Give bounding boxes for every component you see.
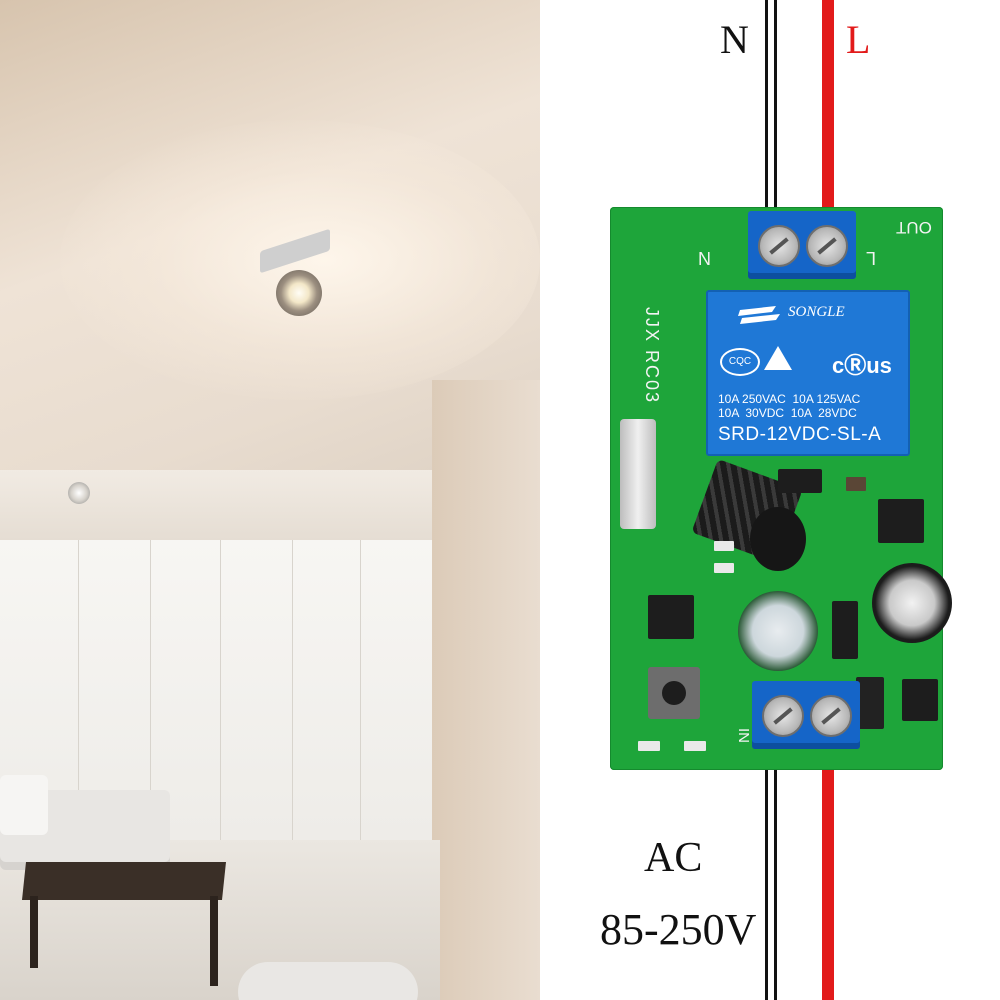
blind-panel <box>292 540 293 840</box>
live-label: L <box>846 17 871 62</box>
smd-led <box>638 741 660 751</box>
output-terminal-block <box>748 211 856 279</box>
relay-brand: SONGLE <box>788 304 845 320</box>
terminal-screw <box>762 695 804 737</box>
blind-panel <box>360 540 361 840</box>
relay-cert: CQC <box>720 348 760 376</box>
ceiling-spotlight-small <box>68 470 94 506</box>
capacitor <box>872 563 952 643</box>
top-n-label: N <box>698 248 711 268</box>
smd-resistor <box>714 563 734 573</box>
diode <box>778 469 822 493</box>
relay-module-pcb: OUT N L JJX RC03 IN SONGLE CQC cⓇus 10A … <box>610 207 952 770</box>
bridge-rectifier <box>832 601 858 659</box>
smd-diode <box>856 677 884 729</box>
mb6s-chip <box>902 679 938 721</box>
terminal-screw <box>758 225 800 267</box>
blind-panel <box>150 540 151 840</box>
relay-rating: 10A 250VAC 10A 125VAC 10A 30VDC 10A 28VD… <box>718 392 861 420</box>
ceiling-soffit <box>0 470 440 540</box>
ul-mark: cⓇus <box>832 353 892 378</box>
out-label: OUT <box>896 218 932 237</box>
terminal-screw <box>806 225 848 267</box>
ic-chip <box>878 499 924 543</box>
smd-led <box>684 741 706 751</box>
supply-type-label: AC <box>644 835 703 881</box>
transistor <box>750 507 806 571</box>
wiring-diagram: N L OUT N L JJX RC03 IN SONGLE CQC cⓇus … <box>540 0 1000 1000</box>
input-terminal-block <box>752 681 860 749</box>
warning-triangle-icon <box>764 346 792 370</box>
crystal-oscillator <box>620 419 656 529</box>
neutral-label: N <box>720 17 749 62</box>
capacitor <box>738 591 818 671</box>
blind-panel <box>78 540 79 840</box>
ceiling-spotlight <box>250 228 330 316</box>
room-photo <box>0 0 540 1000</box>
in-label: IN <box>735 728 752 743</box>
smd-resistor <box>714 541 734 551</box>
coffee-table <box>22 862 226 900</box>
cushion <box>0 775 48 835</box>
board-code: JJX RC03 <box>642 307 662 405</box>
relay: SONGLE CQC cⓇus 10A 250VAC 10A 125VAC 10… <box>706 290 910 456</box>
top-l-label: L <box>866 248 877 268</box>
pairing-push-button <box>648 667 700 719</box>
ottoman <box>238 962 418 1000</box>
table-leg <box>210 896 218 986</box>
terminal-screw <box>810 695 852 737</box>
table-leg <box>30 896 38 968</box>
supply-voltage-label: 85-250V <box>600 905 757 954</box>
ic-chip <box>648 595 694 639</box>
smd-component <box>846 477 866 491</box>
blind-panel <box>220 540 221 840</box>
relay-model: SRD-12VDC-SL-A <box>718 424 882 445</box>
songle-logo-icon <box>738 306 780 324</box>
right-wall <box>432 380 540 1000</box>
